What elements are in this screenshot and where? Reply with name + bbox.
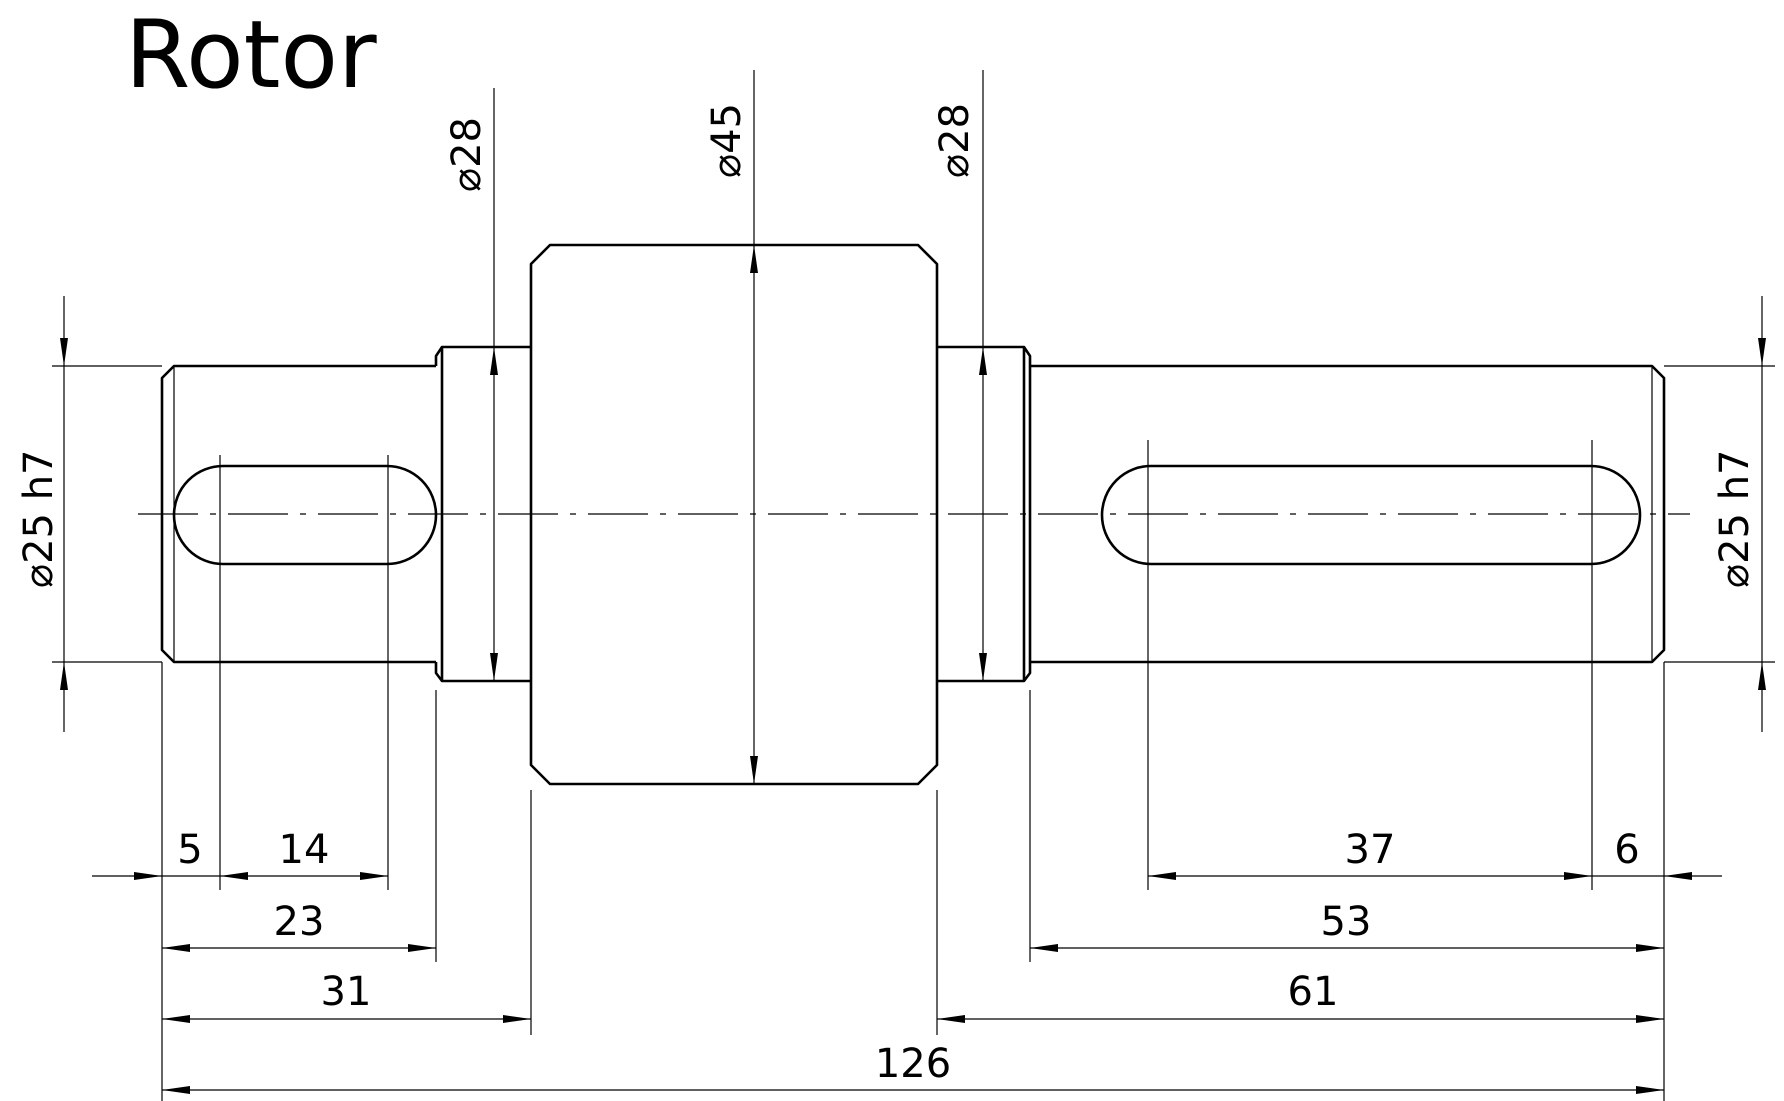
diameter-label-left-shoulder: ⌀28 [444,117,490,192]
length-label-6: 6 [1614,827,1639,873]
right-keyway [1100,464,1642,566]
rotor-body [529,243,939,786]
length-label-31: 31 [321,969,372,1015]
diameter-label-left-journal: ⌀25 h7 [16,450,62,589]
length-label-53: 53 [1321,899,1372,945]
diameter-label-body: ⌀45 [704,103,750,178]
diameter-label-right-journal: ⌀25 h7 [1712,450,1758,589]
left-keyway [172,464,438,566]
left-journal [160,364,436,664]
diameter-dimensions [60,70,1766,784]
length-label-23: 23 [274,899,325,945]
right-journal [1030,364,1666,664]
length-label-37: 37 [1345,827,1396,873]
left-shoulder [434,345,531,683]
extension-lines [52,365,1775,1101]
length-label-5: 5 [177,827,202,873]
length-label-14: 14 [279,827,330,873]
length-dimensions [92,872,1722,1094]
length-label-126: 126 [875,1041,951,1087]
shaft-outline [160,243,1666,786]
drawing-title: Rotor [125,1,377,110]
right-shoulder [937,345,1032,683]
length-label-61: 61 [1288,969,1339,1015]
diameter-label-right-shoulder: ⌀28 [932,103,978,178]
